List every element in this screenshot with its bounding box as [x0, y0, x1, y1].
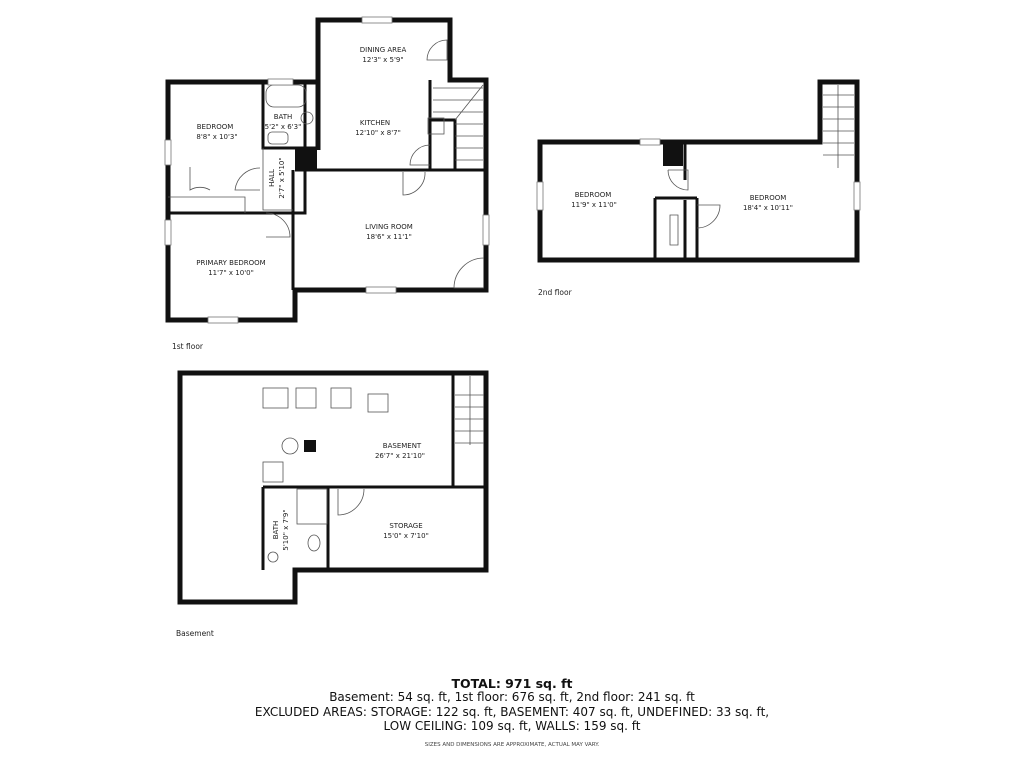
room-size: 11'7" x 10'0": [208, 269, 254, 277]
room-size: 12'10" x 8'7": [355, 129, 401, 137]
room-name: BEDROOM: [197, 123, 234, 131]
floor-label: 1st floor: [172, 342, 204, 351]
first-floor-plan: DINING AREA 12'3" x 5'9" KITCHEN 12'10" …: [164, 16, 490, 351]
room-size: 18'4" x 10'11": [743, 204, 793, 212]
basement-plan: BASEMENT 26'7" x 21'10" STORAGE 15'0" x …: [176, 370, 489, 638]
floor-areas: Basement: 54 sq. ft, 1st floor: 676 sq. …: [329, 690, 695, 704]
second-floor-plan: BEDROOM 11'9" x 11'0" BEDROOM 18'4" x 10…: [536, 79, 861, 297]
room-size: 5'2" x 6'3": [265, 123, 302, 131]
floor-label: Basement: [176, 629, 214, 638]
room-name: LIVING ROOM: [365, 223, 413, 231]
room-name: BATH: [272, 521, 280, 540]
room-name: BEDROOM: [575, 191, 612, 199]
room-name: DINING AREA: [360, 46, 407, 54]
total-area: TOTAL: 971 sq. ft: [451, 676, 573, 691]
excluded-areas-cont: LOW CEILING: 109 sq. ft, WALLS: 159 sq. …: [383, 719, 641, 733]
room-size: 26'7" x 21'10": [375, 452, 425, 460]
room-size: 12'3" x 5'9": [362, 56, 403, 64]
room-name: STORAGE: [389, 522, 422, 530]
room-size: 8'8" x 10'3": [196, 133, 237, 141]
room-size: 11'9" x 11'0": [571, 201, 617, 209]
room-name: BASEMENT: [383, 442, 422, 450]
room-name: HALL: [268, 169, 276, 187]
room-size: 2'7" x 5'10": [278, 157, 286, 198]
disclaimer: SIZES AND DIMENSIONS ARE APPROXIMATE, AC…: [424, 742, 600, 748]
room-name: BATH: [274, 113, 293, 121]
room-size: 5'10" x 7'9": [282, 509, 290, 550]
floor-label: 2nd floor: [538, 288, 573, 297]
room-size: 15'0" x 7'10": [383, 532, 429, 540]
excluded-areas: EXCLUDED AREAS: STORAGE: 122 sq. ft, BAS…: [254, 705, 770, 719]
room-name: KITCHEN: [360, 119, 390, 127]
room-name: BEDROOM: [750, 194, 787, 202]
room-size: 18'6" x 11'1": [366, 233, 412, 241]
room-name: PRIMARY BEDROOM: [196, 259, 265, 267]
